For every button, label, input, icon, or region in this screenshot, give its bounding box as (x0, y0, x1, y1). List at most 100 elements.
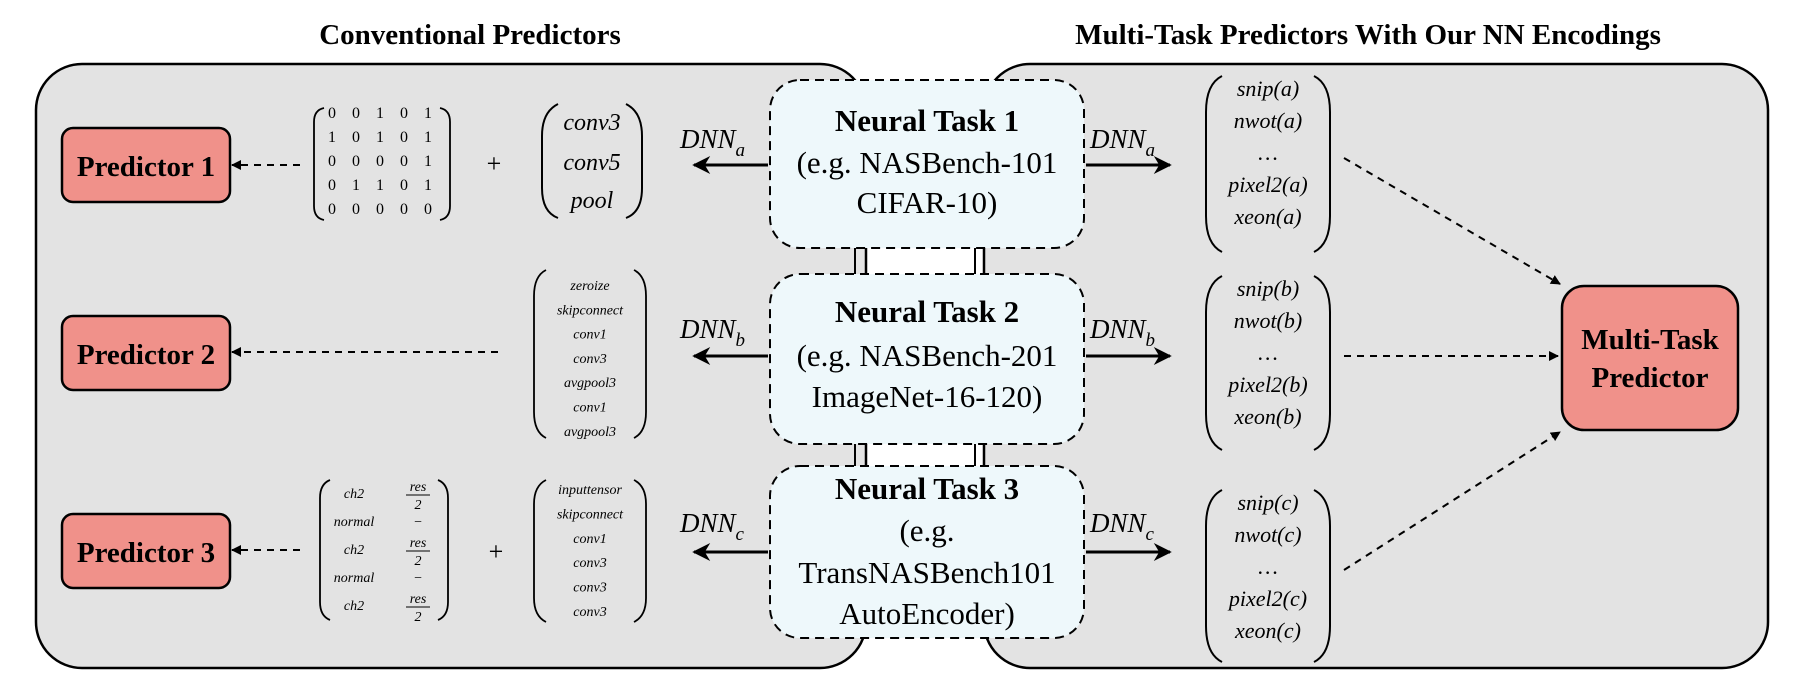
adjacency-cell: 0 (400, 129, 408, 146)
adjacency-cell: 1 (352, 177, 360, 194)
predictor-1: Predictor 1 (60, 126, 232, 204)
adjacency-cell: 0 (352, 201, 360, 218)
dnn-label-left-c: DNN (679, 508, 738, 538)
macro-name: ch2 (344, 543, 364, 558)
ops-1-item: conv3 (563, 110, 620, 136)
task-2-line-1: (e.g. NASBench-201 (797, 338, 1058, 373)
neural-task-1: Neural Task 1 (e.g. NASBench-101 CIFAR-1… (769, 79, 1085, 249)
dnn-label-right-b: DNN (1089, 314, 1148, 344)
dnn-arrow-left-c: DNNc (679, 508, 768, 561)
dnn-arrow-right-c: DNNc (1086, 508, 1172, 561)
task-2-title: Neural Task 2 (835, 294, 1019, 329)
adjacency-cell: 1 (376, 105, 384, 122)
predictor-1-label: Predictor 1 (77, 151, 215, 183)
adjacency-cell: 0 (352, 105, 360, 122)
encoding-item: xeon(c) (1234, 618, 1301, 643)
adjacency-cell: 0 (352, 129, 360, 146)
enc-c-to-multitask-arrow (1343, 431, 1561, 571)
ops-2-item: avgpool3 (564, 376, 616, 391)
dnn-arrow-right-a: DNNa (1086, 124, 1172, 174)
ops-3-item: skipconnect (557, 507, 624, 522)
adjacency-cell: 1 (424, 153, 432, 170)
encoding-item: snip(a) (1237, 76, 1299, 101)
dnn-label-left-a: DNN (679, 124, 738, 154)
dnn-sub-right-b: b (1146, 330, 1156, 351)
plus-3: + (489, 537, 504, 566)
dnn-sub-left-b: b (736, 330, 746, 351)
adjacency-cell: 0 (352, 153, 360, 170)
adjacency-cell: 1 (424, 177, 432, 194)
encoding-item: xeon(a) (1233, 204, 1301, 229)
task-1-line-2: CIFAR-10) (857, 185, 998, 220)
adjacency-cell: 0 (376, 153, 384, 170)
encoding-item: nwot(c) (1234, 522, 1301, 547)
svg-text:DNNc: DNNc (679, 508, 745, 545)
task-3-title: Neural Task 3 (835, 471, 1019, 506)
encoding-item: snip(c) (1237, 490, 1298, 515)
adjacency-cell: 0 (424, 201, 432, 218)
macro-frac-den: 2 (415, 610, 422, 625)
ops-3-item: conv3 (573, 556, 606, 571)
ops-1-item: pool (569, 188, 614, 214)
encoding-item: … (1258, 140, 1278, 165)
macro-name: normal (334, 571, 375, 586)
macro-dash: − (413, 515, 422, 530)
task-1-line-1: (e.g. NASBench-101 (797, 145, 1058, 180)
macro-frac-num: res (410, 536, 427, 551)
task-3-line-1: (e.g. (899, 513, 954, 548)
multitask-title: Multi-Task Predictors With Our NN Encodi… (1075, 19, 1661, 51)
enc-a-to-multitask-arrow (1343, 157, 1561, 285)
svg-text:DNNc: DNNc (1089, 508, 1155, 545)
encoding-item: … (1258, 554, 1278, 579)
dnn-arrow-left-b: DNNb (679, 314, 768, 365)
neural-task-3: Neural Task 3 (e.g. TransNASBench101 Aut… (769, 465, 1085, 639)
svg-text:DNNb: DNNb (1089, 314, 1155, 351)
macro-name: ch2 (344, 487, 364, 502)
ops-2-item: conv1 (573, 401, 606, 416)
adjacency-cell: 0 (328, 105, 336, 122)
encoding-item: snip(b) (1237, 276, 1299, 301)
adjacency-cell: 0 (400, 105, 408, 122)
dnn-label-left-b: DNN (679, 314, 738, 344)
task-3-line-2: TransNASBench101 (798, 555, 1055, 590)
predictor-3-label: Predictor 3 (77, 537, 215, 569)
svg-text:DNNa: DNNa (1089, 124, 1155, 161)
ops-3-item: conv3 (573, 581, 606, 596)
adjacency-cell: 1 (424, 105, 432, 122)
ops-vector-3: inputtensorskipconnectconv1conv3conv3con… (533, 479, 647, 623)
encoding-vector-b: snip(b)nwot(b)…pixel2(b)xeon(b) (1205, 275, 1331, 451)
macro-frac-den: 2 (415, 498, 422, 513)
encoding-vector-a: snip(a) nwot(a) … pixel2(a) xeon(a) (1205, 75, 1331, 253)
dnn-label-right-a: DNN (1089, 124, 1148, 154)
macro-name: normal (334, 515, 375, 530)
encoding-item: pixel2(b) (1226, 372, 1307, 397)
ops-2-item: conv1 (573, 328, 606, 343)
encoding-item: nwot(a) (1234, 108, 1302, 133)
adjacency-cell: 1 (328, 129, 336, 146)
ops-3-item: inputtensor (558, 483, 622, 498)
macro-frac-num: res (410, 480, 427, 495)
encoding-item: nwot(b) (1234, 308, 1302, 333)
encoding-vector-c: snip(c)nwot(c)…pixel2(c)xeon(c) (1205, 489, 1331, 663)
dnn-arrow-left-a: DNNa (679, 124, 768, 174)
plus-1: + (487, 149, 502, 178)
adjacency-cell: 1 (376, 177, 384, 194)
task-2-line-2: ImageNet-16-120) (812, 379, 1043, 414)
adjacency-cell: 0 (328, 177, 336, 194)
adjacency-cell: 1 (376, 129, 384, 146)
multitask-label-line-1: Multi-Task (1581, 324, 1719, 356)
multitask-predictor: Multi-Task Predictor (1560, 284, 1740, 432)
predictor-2-label: Predictor 2 (77, 339, 215, 371)
adjacency-cell: 0 (400, 201, 408, 218)
encoding-item: pixel2(a) (1226, 172, 1307, 197)
macro-frac-num: res (410, 592, 427, 607)
adjacency-cell: 1 (424, 129, 432, 146)
svg-text:DNNa: DNNa (679, 124, 745, 161)
conventional-title: Conventional Predictors (319, 19, 621, 51)
macro-name: ch2 (344, 599, 364, 614)
adjacency-cell: 0 (400, 177, 408, 194)
